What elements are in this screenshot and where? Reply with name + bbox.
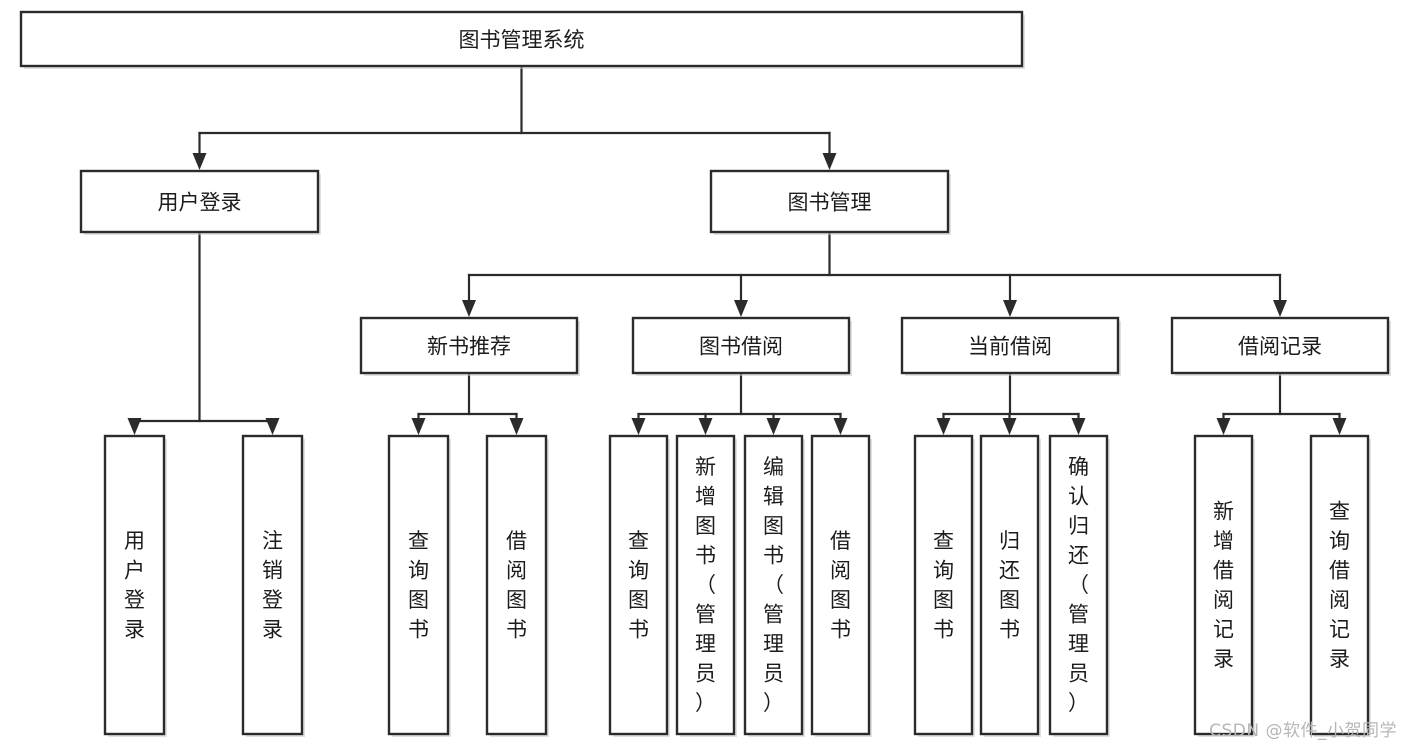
node-label: 归还图书	[999, 529, 1020, 642]
node-box[interactable]	[913, 434, 974, 736]
node-leaf-bb-add-book[interactable]: 新增图书（管理员）	[675, 434, 737, 737]
node-label: 借阅图书	[830, 529, 851, 642]
node-book-borrow[interactable]: 图书借阅	[631, 316, 852, 376]
node-label: 编辑图书（管理员）	[763, 455, 784, 715]
arrow-head-icon	[734, 300, 748, 317]
node-new-book-rec[interactable]: 新书推荐	[359, 316, 580, 376]
edge-group-new-book-rec	[411, 371, 524, 435]
arrow-head-icon	[766, 418, 781, 435]
node-leaf-cb-query-book[interactable]: 查询图书	[913, 434, 975, 737]
nodes-layer: 图书管理系统用户登录图书管理新书推荐图书借阅当前借阅借阅记录用户登录注销登录查询…	[19, 10, 1391, 737]
node-box[interactable]	[1193, 434, 1254, 736]
node-label: 新增图书（管理员）	[695, 455, 716, 715]
node-leaf-br-add-record[interactable]: 新增借阅记录	[1193, 434, 1255, 737]
arrow-head-icon	[1273, 300, 1287, 317]
arrow-head-icon	[698, 418, 713, 435]
arrow-head-icon	[1332, 418, 1347, 435]
arrow-head-icon	[822, 153, 837, 170]
node-box[interactable]	[631, 316, 851, 375]
arrow-head-icon	[411, 418, 426, 435]
arrow-head-icon	[833, 418, 848, 435]
node-box[interactable]	[608, 434, 669, 736]
node-box[interactable]	[485, 434, 548, 736]
node-box[interactable]	[743, 434, 804, 736]
node-label: 图书借阅	[699, 335, 783, 359]
node-label: 注销登录	[262, 529, 283, 642]
node-label: 新增借阅记录	[1213, 499, 1234, 671]
node-box[interactable]	[387, 434, 450, 736]
edge-group-book-manage	[462, 230, 1287, 317]
node-label: 查询图书	[933, 529, 954, 642]
arrow-head-icon	[509, 418, 524, 435]
arrow-head-icon	[1003, 300, 1017, 317]
node-box[interactable]	[359, 316, 579, 375]
node-box[interactable]	[19, 10, 1024, 68]
arrow-head-icon	[1002, 418, 1017, 435]
node-label: 确认归还（管理员）	[1068, 455, 1089, 715]
node-leaf-bb-edit-book[interactable]: 编辑图书（管理员）	[743, 434, 805, 737]
node-root[interactable]: 图书管理系统	[19, 10, 1025, 69]
edge-group-current-borrow	[936, 371, 1086, 435]
arrow-head-icon	[1071, 418, 1086, 435]
edge-group-book-borrow	[631, 371, 848, 435]
node-box[interactable]	[241, 434, 304, 736]
node-leaf-cb-return-book[interactable]: 归还图书	[979, 434, 1041, 737]
arrow-head-icon	[1216, 418, 1231, 435]
node-leaf-cb-confirm-return[interactable]: 确认归还（管理员）	[1048, 434, 1110, 737]
node-leaf-rec-borrow-book[interactable]: 借阅图书	[485, 434, 549, 737]
node-user-login[interactable]: 用户登录	[79, 169, 321, 235]
node-label: 借阅图书	[506, 529, 527, 642]
node-label: 图书管理系统	[459, 28, 585, 52]
node-box[interactable]	[709, 169, 950, 234]
node-label: 图书管理	[788, 191, 872, 215]
node-leaf-br-query-record[interactable]: 查询借阅记录	[1309, 434, 1371, 737]
edge-group-user-login	[127, 230, 280, 435]
connectors-layer	[127, 64, 1347, 435]
node-label: 当前借阅	[968, 335, 1052, 359]
node-box[interactable]	[79, 169, 320, 234]
node-box[interactable]	[103, 434, 166, 736]
node-book-manage[interactable]: 图书管理	[709, 169, 951, 235]
arrow-head-icon	[936, 418, 951, 435]
node-borrow-record[interactable]: 借阅记录	[1170, 316, 1391, 376]
node-label: 用户登录	[158, 191, 242, 215]
node-box[interactable]	[810, 434, 871, 736]
arrow-head-icon	[265, 418, 280, 435]
node-label: 查询图书	[628, 529, 649, 642]
node-current-borrow[interactable]: 当前借阅	[900, 316, 1121, 376]
node-leaf-bb-borrow-book[interactable]: 借阅图书	[810, 434, 872, 737]
node-box[interactable]	[1170, 316, 1390, 375]
node-box[interactable]	[979, 434, 1040, 736]
node-box[interactable]	[675, 434, 736, 736]
node-leaf-bb-query-book[interactable]: 查询图书	[608, 434, 670, 737]
node-label: 新书推荐	[427, 335, 511, 359]
node-label: 用户登录	[124, 529, 145, 642]
edge-group-borrow-record	[1216, 371, 1347, 435]
arrow-head-icon	[462, 300, 476, 317]
arrow-head-icon	[631, 418, 646, 435]
node-label: 查询借阅记录	[1329, 499, 1350, 671]
node-leaf-user-login[interactable]: 用户登录	[103, 434, 167, 737]
node-label: 借阅记录	[1238, 335, 1322, 359]
node-leaf-rec-query-book[interactable]: 查询图书	[387, 434, 451, 737]
node-box[interactable]	[1309, 434, 1370, 736]
arrow-head-icon	[192, 153, 207, 170]
node-box[interactable]	[1048, 434, 1109, 736]
edge-group-root	[192, 64, 837, 170]
node-label: 查询图书	[408, 529, 429, 642]
node-box[interactable]	[900, 316, 1120, 375]
node-leaf-user-logout[interactable]: 注销登录	[241, 434, 305, 737]
arrow-head-icon	[127, 418, 142, 435]
